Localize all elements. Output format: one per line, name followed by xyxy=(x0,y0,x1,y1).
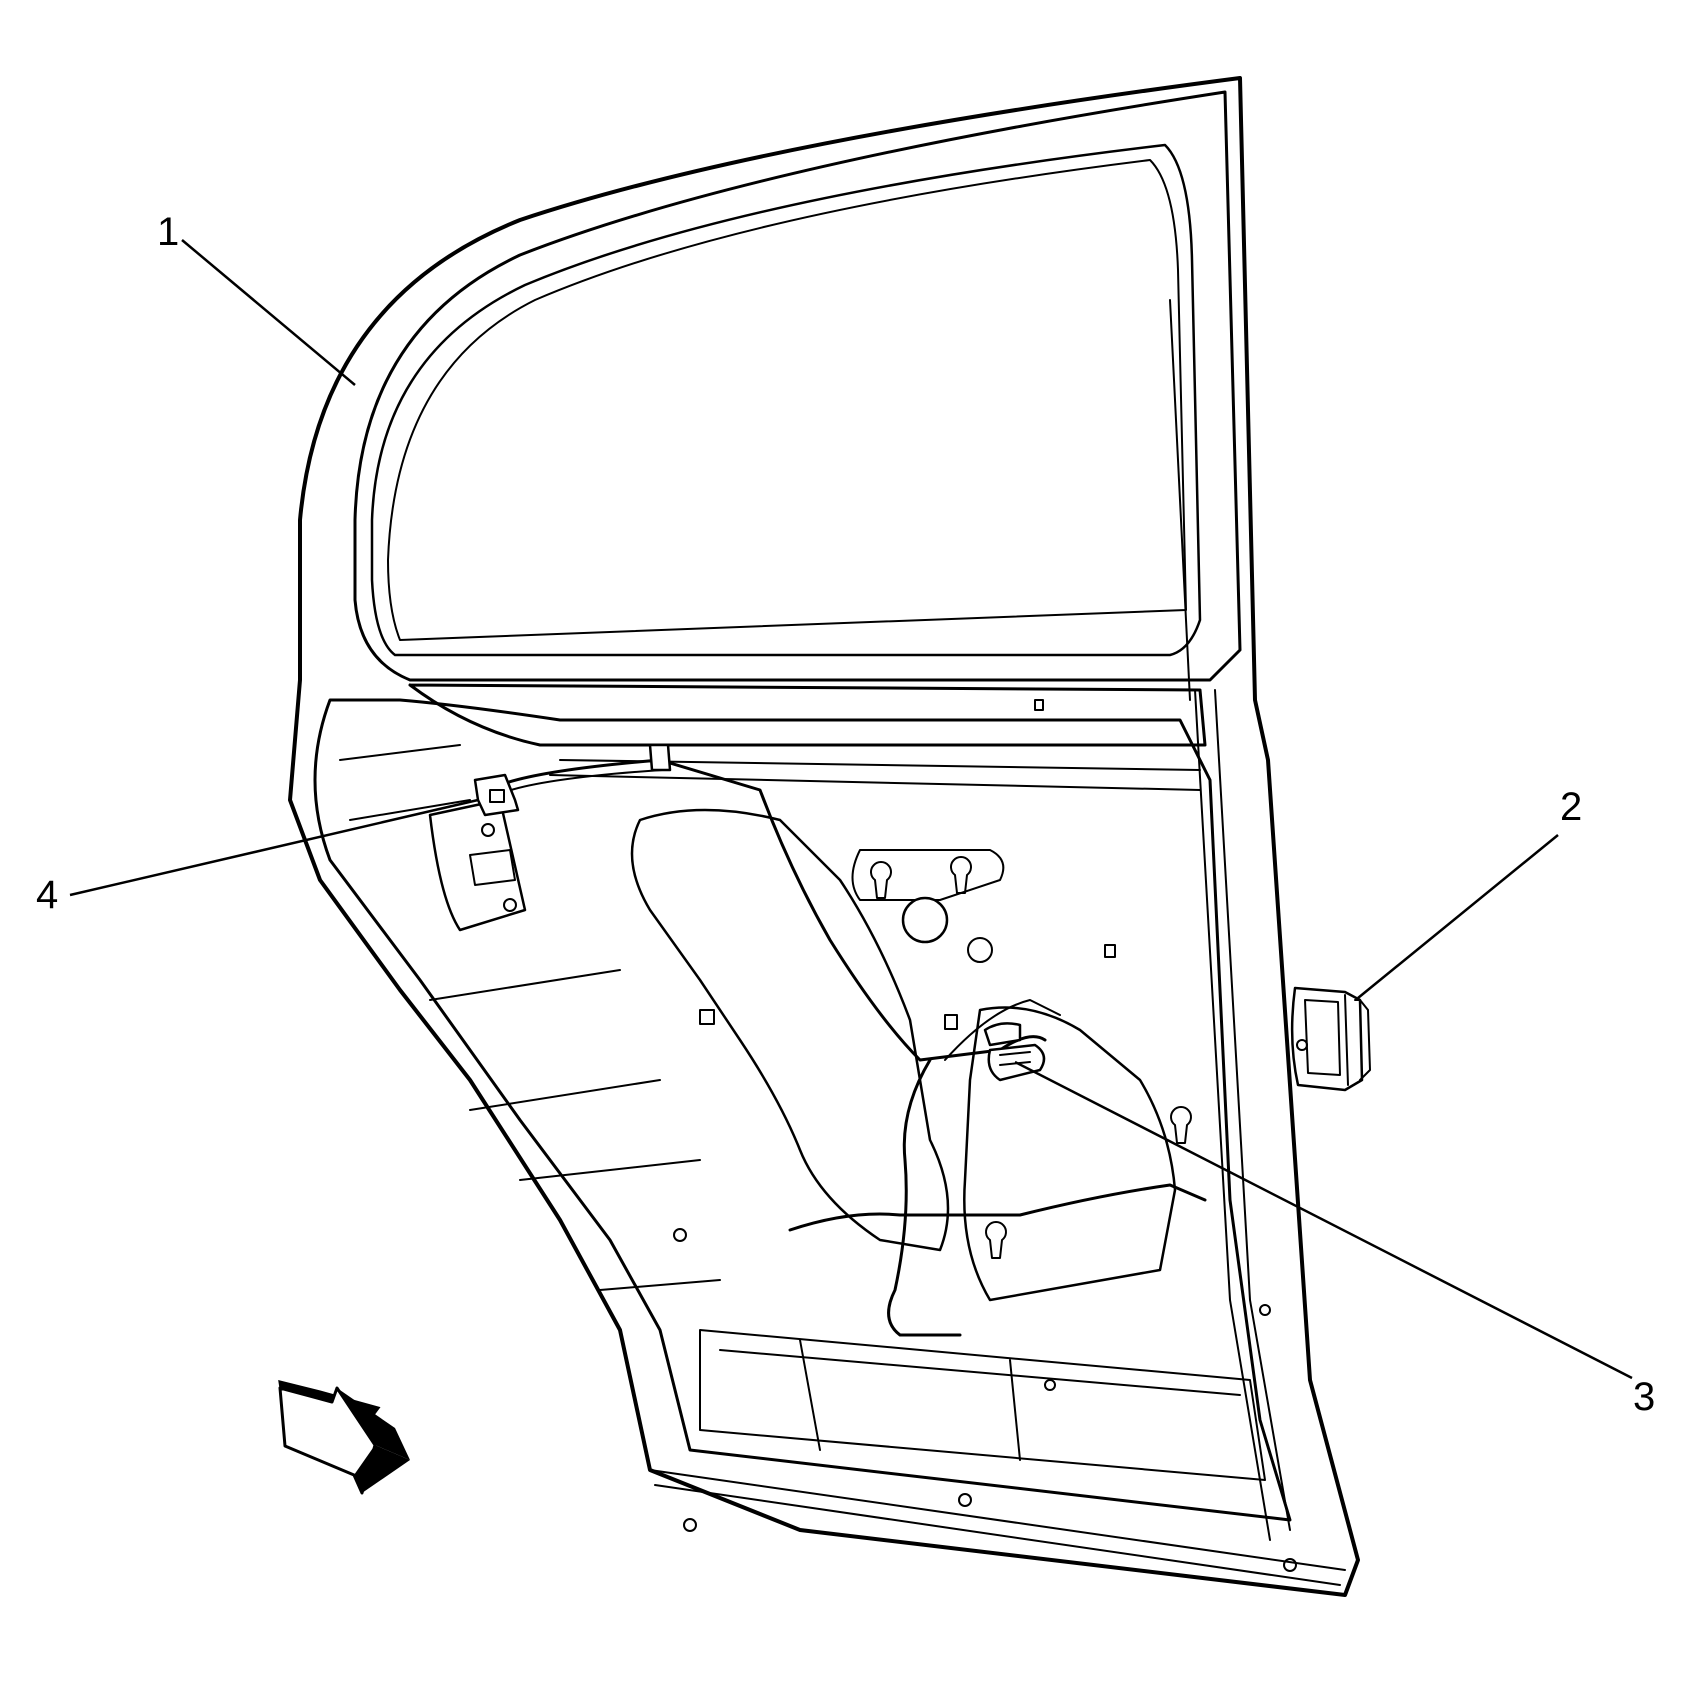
leader-3 xyxy=(1014,1060,1633,1380)
inner-panel xyxy=(313,698,1292,1522)
leader-2 xyxy=(1357,834,1559,999)
striker-bolt-2 xyxy=(503,898,517,912)
callout-4: 4 xyxy=(36,873,58,917)
keyhole-slot-1 xyxy=(870,861,892,899)
bottom-edge-lip xyxy=(649,1469,1346,1586)
door-assembly xyxy=(288,76,1360,1597)
striker-bolt-1 xyxy=(481,823,495,837)
striker-plate xyxy=(428,798,527,932)
window-inner-seal xyxy=(387,159,1187,641)
rear-pillar-strip xyxy=(1169,299,1291,1541)
view-direction-arrow-icon xyxy=(278,1379,410,1495)
keyhole-slot-3 xyxy=(985,1221,1007,1259)
callout-1: 1 xyxy=(157,210,179,254)
keyhole-slot-2 xyxy=(950,856,972,894)
callout-leaders xyxy=(69,239,1633,1380)
leader-1 xyxy=(181,239,356,386)
harness-wrap xyxy=(504,769,1061,1061)
access-hole-right xyxy=(963,1006,1177,1302)
striker-slot xyxy=(469,849,516,886)
inner-panel-ridges xyxy=(339,744,1021,1461)
callout-3: 3 xyxy=(1633,1375,1655,1419)
harness-clip-top xyxy=(648,743,672,772)
panel-holes xyxy=(673,699,1297,1572)
harness-lower-run xyxy=(788,1183,1207,1232)
belt-line xyxy=(408,683,1207,747)
keyhole-slot-4 xyxy=(1170,1106,1192,1144)
inner-panel-lower-recess xyxy=(699,1329,1266,1481)
callout-2: 2 xyxy=(1560,785,1582,829)
access-hole-left xyxy=(630,808,950,1252)
window-frame-outer xyxy=(353,90,1242,682)
module-mount-plate xyxy=(851,849,1005,901)
connector-2 xyxy=(1290,986,1371,1092)
leader-4 xyxy=(69,798,479,897)
mount-boss xyxy=(901,896,949,944)
window-opening xyxy=(370,143,1202,657)
harness-branch-down xyxy=(887,1058,962,1337)
